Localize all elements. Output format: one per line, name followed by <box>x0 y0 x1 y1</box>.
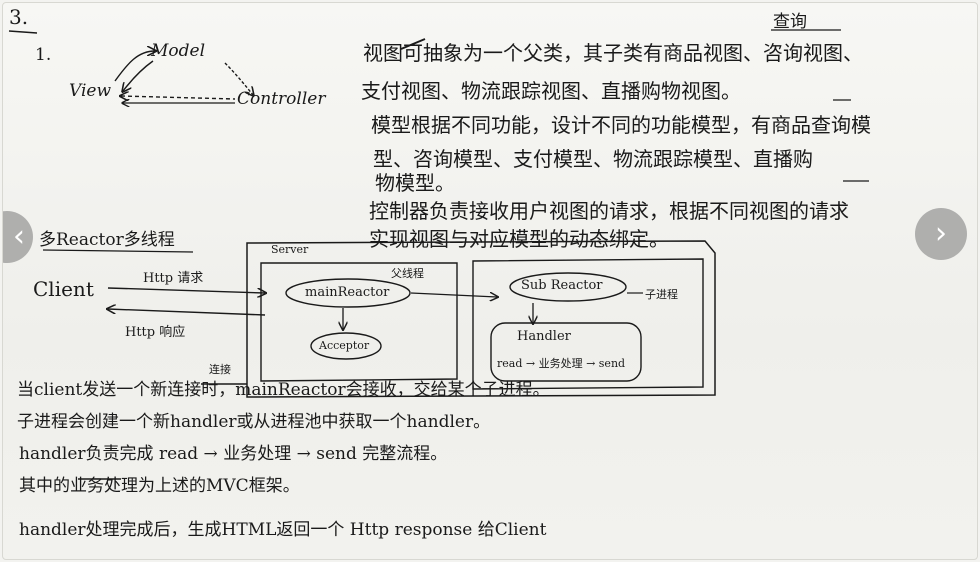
child-thread-label: 子进程 <box>645 288 678 301</box>
chevron-right-icon[interactable]: › <box>915 208 967 260</box>
paragraph-top-line: 型、咨询模型、支付模型、物流跟踪模型、直播购 <box>373 147 813 171</box>
mvc-model-label: Model <box>151 41 206 61</box>
paragraph-top-line: 物模型。 <box>375 171 455 195</box>
handler-label: Handler <box>517 329 571 344</box>
client-label: Client <box>33 277 94 301</box>
main-reactor-label: mainReactor <box>305 285 390 300</box>
paragraph-bottom-line: 子进程会创建一个新handler或从进程池中获取一个handler。 <box>17 412 491 432</box>
paragraph-top-line: 控制器负责接收用户视图的请求，根据不同视图的请求 <box>369 199 849 223</box>
http-response-label: Http 响应 <box>125 325 186 340</box>
section-number: 3. <box>9 5 29 29</box>
paragraph-bottom-line: handler负责完成 read → 业务处理 → send 完整流程。 <box>19 444 448 464</box>
reactor-title: 多Reactor多线程 <box>39 230 175 250</box>
paragraph-bottom-line: 其中的业务处理为上述的MVC框架。 <box>19 476 300 496</box>
acceptor-label: Acceptor <box>319 339 370 352</box>
paragraph-top-line: 模型根据不同功能，设计不同的功能模型，有商品查询模 <box>371 113 871 137</box>
server-label: Server <box>271 243 309 256</box>
paragraph-top-line: 实现视图与对应模型的动态绑定。 <box>369 227 669 251</box>
mvc-view-label: View <box>69 81 112 101</box>
mvc-controller-label: Controller <box>237 89 326 109</box>
handler-flow-label: read → 业务处理 → send <box>497 357 626 370</box>
connect-annotation: 连接 <box>209 363 231 376</box>
paragraph-bottom-line: 当client发送一个新连接时，mainReactor会接收，交给某个子进程。 <box>17 380 550 400</box>
item-number: 1. <box>35 45 52 65</box>
paragraph-top-line: 支付视图、物流跟踪视图、直播购物视图。 <box>361 79 741 103</box>
sub-reactor-label: Sub Reactor <box>521 278 603 293</box>
paragraph-top-line: 视图可抽象为一个父类，其子类有商品视图、咨询视图、 <box>363 41 863 65</box>
query-heading: 查询 <box>773 12 807 32</box>
sketch-strokes <box>8 29 869 480</box>
http-request-label: Http 请求 <box>143 271 204 286</box>
parent-thread-label: 父线程 <box>391 267 424 280</box>
paragraph-bottom-line: handler处理完成后，生成HTML返回一个 Http response 给C… <box>19 520 547 540</box>
